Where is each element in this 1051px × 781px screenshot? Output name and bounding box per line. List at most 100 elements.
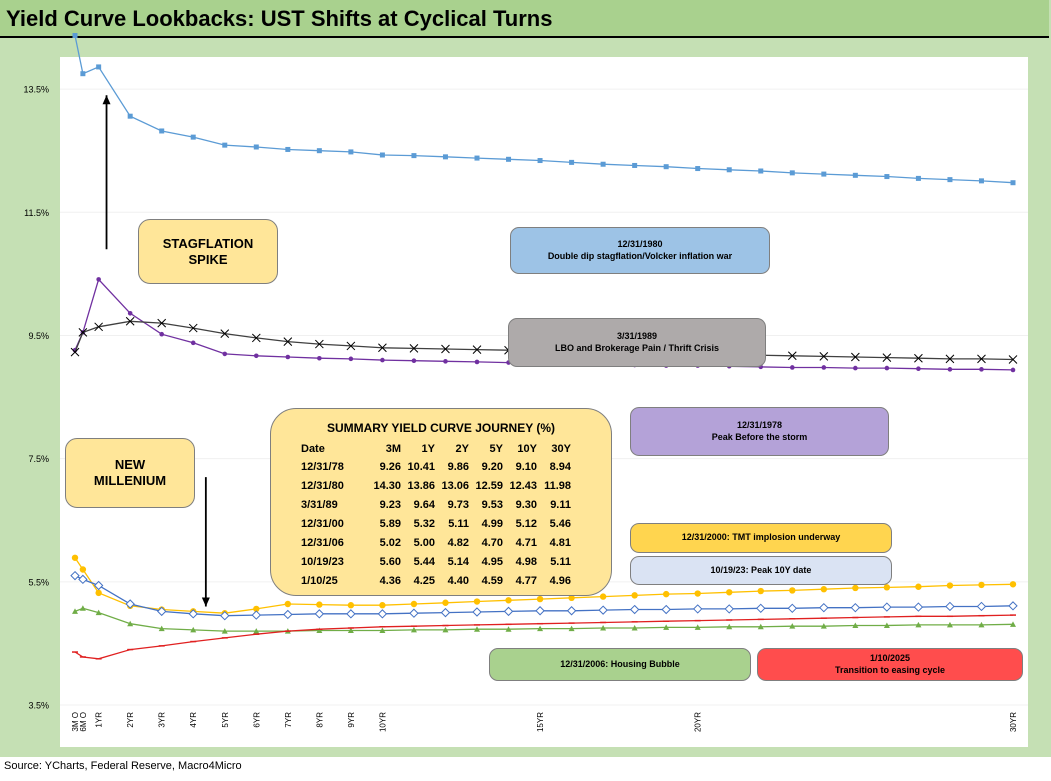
series-point (503, 606, 514, 617)
series-point (882, 602, 892, 612)
label-2000-text: 12/31/2000: TMT implosion underway (681, 532, 841, 543)
series-point (127, 310, 133, 316)
series-point (95, 589, 102, 597)
series-point (882, 353, 892, 362)
series-point (409, 608, 419, 618)
series-point (695, 166, 701, 172)
series-point (977, 354, 986, 364)
millenium-line-1: NEW (114, 457, 146, 473)
series-point (946, 582, 954, 589)
series-point (915, 621, 922, 628)
series-point (724, 604, 734, 614)
series-point (474, 359, 480, 365)
summary-header-cell: 5Y (489, 443, 503, 455)
series-point (346, 341, 356, 351)
series-point (348, 356, 354, 362)
series-point (789, 365, 795, 370)
series-line (74, 575, 1014, 617)
series-point (72, 608, 78, 614)
series-point (598, 605, 608, 615)
series-point (79, 605, 86, 611)
series-point (379, 602, 386, 609)
summary-value-cell: 4.77 (515, 574, 537, 587)
series-point (916, 366, 921, 372)
summary-header-cell: Date (301, 443, 325, 455)
series-point (505, 597, 512, 604)
series-point (726, 589, 733, 596)
summary-value-cell: 4.71 (515, 536, 537, 549)
series-point (979, 367, 984, 372)
summary-value-cell: 9.26 (379, 460, 401, 473)
summary-date-cell: 12/31/06 (301, 536, 344, 549)
series-point (569, 159, 575, 165)
series-point (253, 605, 260, 613)
summary-value-cell: 5.32 (413, 517, 435, 530)
series-point (378, 343, 387, 353)
summary-value-cell: 5.11 (550, 555, 571, 568)
summary-date-cell: 1/10/25 (301, 574, 338, 587)
series-line (74, 607, 1014, 632)
series-point (756, 603, 766, 614)
source-note: Source: YCharts, Federal Reserve, Macro4… (4, 760, 242, 772)
millenium-callout: NEW MILLENIUM (65, 438, 195, 508)
series-point (442, 154, 448, 160)
label-1980-date: 12/31/1980 (617, 238, 663, 249)
series-point (93, 580, 104, 591)
summary-date-cell: 12/31/00 (301, 517, 344, 530)
series-point (253, 144, 259, 150)
series-point (600, 161, 606, 167)
series-point (440, 607, 451, 618)
series-point (253, 628, 260, 634)
x-tick-label: 2YR (126, 712, 135, 728)
series-point (946, 621, 953, 628)
series-point (379, 627, 386, 633)
summary-value-cell: 4.25 (413, 574, 435, 587)
x-tick-label: 4YR (189, 712, 198, 728)
summary-value-cell: 4.95 (481, 555, 503, 568)
summary-value-cell: 5.11 (448, 517, 469, 530)
summary-value-cell: 11.98 (544, 479, 571, 492)
series-point (411, 358, 417, 364)
series-point (283, 609, 293, 620)
series-point (251, 333, 261, 343)
series-point (663, 164, 669, 170)
series-point (852, 622, 859, 629)
series-point (662, 590, 670, 598)
series-point (158, 625, 165, 632)
series-point (285, 146, 291, 152)
y-tick-label: 13.5% (23, 85, 49, 95)
series-point (283, 337, 293, 346)
series-point (410, 600, 418, 608)
summary-value-cell: 4.36 (379, 574, 401, 587)
summary-value-cell: 5.60 (379, 555, 401, 568)
series-point (883, 622, 890, 629)
series-point (70, 347, 80, 357)
series-point (1010, 180, 1016, 186)
summary-table-box: SUMMARY YIELD CURVE JOURNEY (%) Date 3M … (270, 408, 612, 596)
series-point (156, 606, 167, 617)
series-point (220, 610, 230, 621)
series-point (726, 623, 733, 630)
summary-value-cell: 9.11 (550, 498, 571, 511)
series-point (568, 594, 575, 602)
series-point (821, 365, 827, 370)
x-tick-label: 3M O (71, 712, 80, 732)
stagflation-line-1: STAGFLATION (162, 235, 254, 251)
series-point (316, 148, 322, 154)
series-point (1008, 355, 1018, 364)
series-point (976, 601, 987, 612)
summary-value-cell: 9.10 (515, 460, 537, 473)
summary-title: SUMMARY YIELD CURVE JOURNEY (%) (326, 421, 556, 435)
series-point (188, 323, 198, 333)
page-title: Yield Curve Lookbacks: UST Shifts at Cyc… (6, 6, 553, 31)
summary-value-cell: 12.43 (509, 479, 537, 492)
summary-header-row: Date 3M 1Y 2Y 5Y 10Y 30Y (301, 441, 571, 457)
series-point (789, 170, 795, 176)
series-point (474, 155, 480, 161)
x-tick-label: 10YR (378, 712, 387, 732)
series-point (347, 602, 355, 609)
series-point (820, 586, 828, 593)
x-tick-label: 3YR (158, 712, 167, 728)
